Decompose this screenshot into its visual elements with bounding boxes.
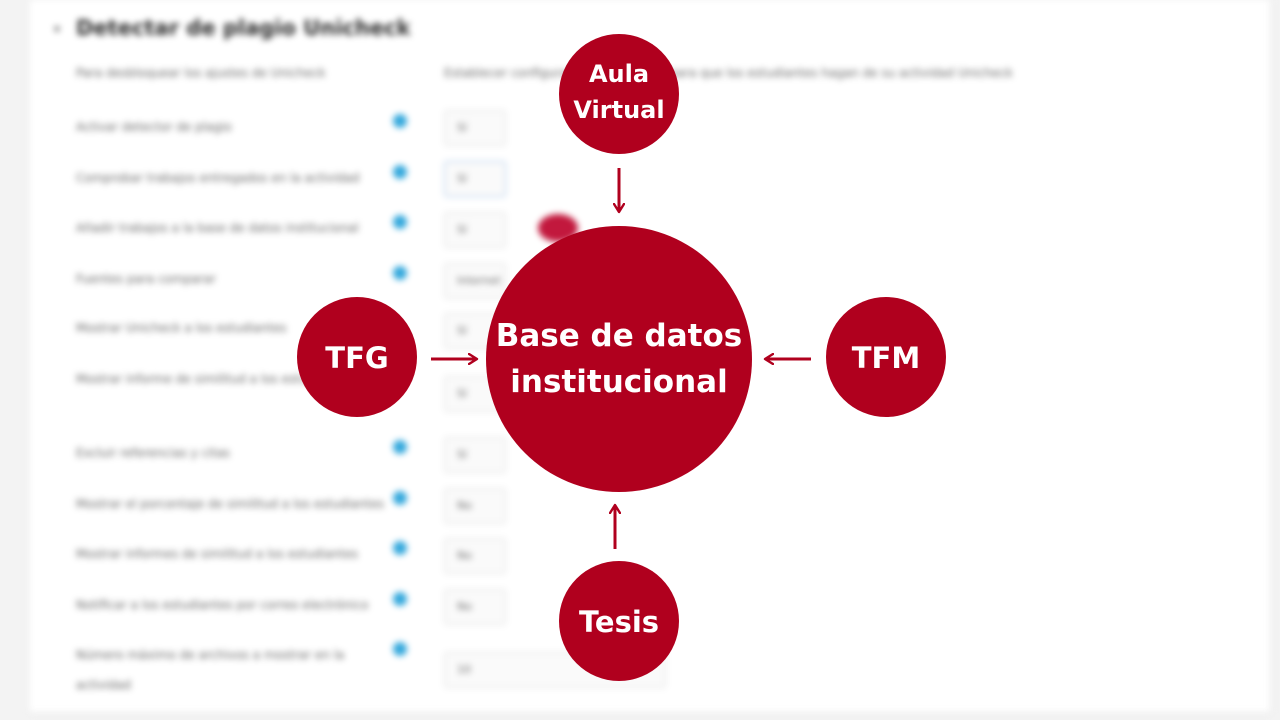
node-top-line1: Aula xyxy=(589,60,649,88)
setting-select[interactable]: Sí xyxy=(444,212,506,248)
setting-label: Excluir referencias y citas xyxy=(76,446,230,460)
help-icon[interactable] xyxy=(393,491,407,505)
node-aula-virtual: Aula Virtual xyxy=(559,34,679,154)
setting-label: Activar detector de plagio xyxy=(76,120,232,134)
setting-select[interactable]: No xyxy=(444,538,506,574)
help-icon[interactable] xyxy=(393,266,407,280)
setting-select[interactable]: Sí xyxy=(444,110,506,146)
node-center-line2: institucional xyxy=(510,364,727,400)
setting-select[interactable]: Internet xyxy=(444,263,506,299)
help-icon[interactable] xyxy=(393,215,407,229)
node-right-label: TFM xyxy=(852,341,920,375)
node-center-line1: Base de datos xyxy=(496,318,743,354)
node-top-line2: Virtual xyxy=(573,96,664,124)
setting-label: Fuentes para comparar xyxy=(76,272,216,286)
setting-label: Notificar a los estudiantes por correo e… xyxy=(76,598,369,612)
setting-select[interactable]: Sí xyxy=(444,437,506,473)
help-icon[interactable] xyxy=(393,592,407,606)
setting-label: Comprobar trabajos entregados en la acti… xyxy=(76,171,360,185)
setting-label: Añadir trabajos a la base de datos insti… xyxy=(76,221,359,235)
setting-label: Mostrar el porcentaje de similitud a los… xyxy=(76,497,384,511)
help-icon[interactable] xyxy=(393,165,407,179)
setting-select[interactable]: 10 xyxy=(444,652,666,688)
setting-label: Número máximo de archivos a mostrar en l… xyxy=(76,648,345,692)
help-icon[interactable] xyxy=(393,114,407,128)
node-tfg: TFG xyxy=(297,297,417,417)
setting-select[interactable]: Sí xyxy=(444,161,506,197)
node-tfm: TFM xyxy=(826,297,946,417)
setting-label: Mostrar Unicheck a los estudiantes xyxy=(76,321,287,335)
setting-label: Mostrar informe de similitud a los estud… xyxy=(76,372,352,386)
setting-select[interactable]: No xyxy=(444,589,506,625)
collapse-caret-icon[interactable]: ▾ xyxy=(54,22,61,36)
node-left-label: TFG xyxy=(325,341,388,375)
description-label: Para desbloquear los ajustes de Unicheck xyxy=(76,66,326,80)
help-icon[interactable] xyxy=(393,541,407,555)
section-heading: Detectar de plagio Unicheck xyxy=(76,16,411,40)
node-bottom-label: Tesis xyxy=(579,605,659,639)
help-icon[interactable] xyxy=(393,642,407,656)
node-base-de-datos: Base de datos institucional xyxy=(486,226,752,492)
setting-label: Mostrar informes de similitud a los estu… xyxy=(76,547,358,561)
setting-select[interactable]: No xyxy=(444,488,506,524)
node-tesis: Tesis xyxy=(559,561,679,681)
help-icon[interactable] xyxy=(393,440,407,454)
